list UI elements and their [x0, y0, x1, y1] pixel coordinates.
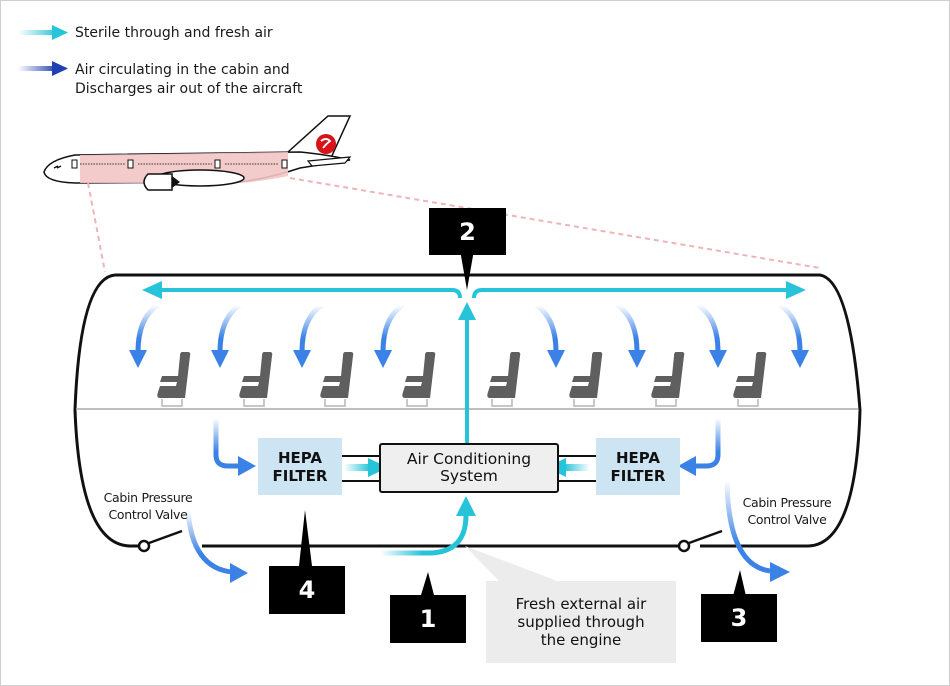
- hepa-filter-right: HEPA FILTER: [596, 438, 680, 495]
- engine: [143, 173, 173, 191]
- circulating-arrows: [129, 302, 809, 368]
- circulating-arrow-icon: [696, 302, 727, 368]
- projection-line-left: [87, 182, 106, 273]
- circulating-arrow-icon: [778, 302, 809, 368]
- callout-2: 2: [429, 208, 506, 255]
- air-conditioning-system: Air Conditioning System: [379, 443, 559, 493]
- legend-fresh-air-label: Sterile through and fresh air: [75, 25, 273, 41]
- exhaust-right-arrow: [724, 479, 790, 582]
- seat-icon: [239, 352, 273, 407]
- fresh-air-note: Fresh external air supplied through the …: [486, 581, 676, 663]
- valve-right-label: Cabin Pressure Control Valve: [731, 494, 843, 528]
- callout-2-pointer: [460, 250, 474, 290]
- legend-cyan-arrow-icon: [18, 25, 68, 40]
- supply-duct-arrows: [142, 281, 806, 443]
- exhaust-left-arrow: [185, 509, 248, 583]
- legend-navy-arrow-icon: [18, 61, 68, 76]
- circulating-arrow-icon: [374, 302, 405, 368]
- seat-icon: [733, 352, 767, 407]
- return-air-left-arrow: [213, 418, 256, 476]
- seat-icon: [157, 352, 191, 407]
- callout-1-pointer: [421, 572, 434, 595]
- seat-icon: [651, 352, 685, 407]
- fresh-note-line1: Fresh external air: [515, 595, 647, 613]
- legend-circulating-label-2: Discharges air out of the aircraft: [75, 81, 303, 97]
- hepa-left-line1: HEPA: [277, 448, 323, 467]
- circulating-arrow-icon: [534, 302, 565, 368]
- cabin-outline-left: [73, 273, 140, 548]
- callout-3-pointer: [733, 570, 746, 596]
- hepa-left-line2: FILTER: [272, 466, 328, 485]
- seat-icon: [487, 352, 521, 407]
- valve-right-line2: Control Valve: [747, 512, 827, 527]
- fresh-air-note-pointer: [465, 546, 560, 582]
- callout-4-pointer: [299, 510, 312, 566]
- circulating-arrow-icon: [129, 302, 160, 368]
- seats: [157, 352, 767, 407]
- callout-4: 4: [269, 566, 345, 614]
- callout-1: 1: [390, 595, 466, 643]
- valve-left-label: Cabin Pressure Control Valve: [92, 489, 204, 523]
- valve-left-line2: Control Valve: [108, 507, 188, 522]
- fresh-air-arrow: [380, 496, 476, 556]
- circulating-arrow-icon: [293, 302, 324, 368]
- seat-icon: [402, 352, 436, 407]
- valve-right-icon: [677, 529, 723, 553]
- legend-circulating-label-1: Air circulating in the cabin and: [75, 62, 290, 78]
- acs-line1: Air Conditioning: [406, 450, 532, 468]
- cabin-outline-right: [115, 273, 862, 548]
- return-air-right-arrow: [678, 418, 721, 476]
- seat-icon: [320, 352, 354, 407]
- fresh-note-line2: supplied through: [517, 613, 645, 631]
- fresh-note-line3: the engine: [540, 631, 622, 649]
- callout-3: 3: [701, 594, 777, 642]
- seat-icon: [569, 352, 603, 407]
- valve-right-line1: Cabin Pressure: [742, 495, 832, 510]
- acs-line2: System: [440, 467, 498, 485]
- hepa-right-line1: HEPA: [615, 448, 661, 467]
- valve-left-line1: Cabin Pressure: [103, 490, 193, 505]
- valve-left-icon: [137, 529, 183, 553]
- duct-lines: [342, 455, 596, 482]
- airplane-illustration: [43, 115, 352, 191]
- hepa-right-line2: FILTER: [610, 466, 666, 485]
- circulating-arrow-icon: [615, 302, 646, 368]
- hepa-filter-left: HEPA FILTER: [258, 438, 342, 495]
- circulating-arrow-icon: [211, 302, 242, 368]
- projection-line-right: [289, 177, 821, 269]
